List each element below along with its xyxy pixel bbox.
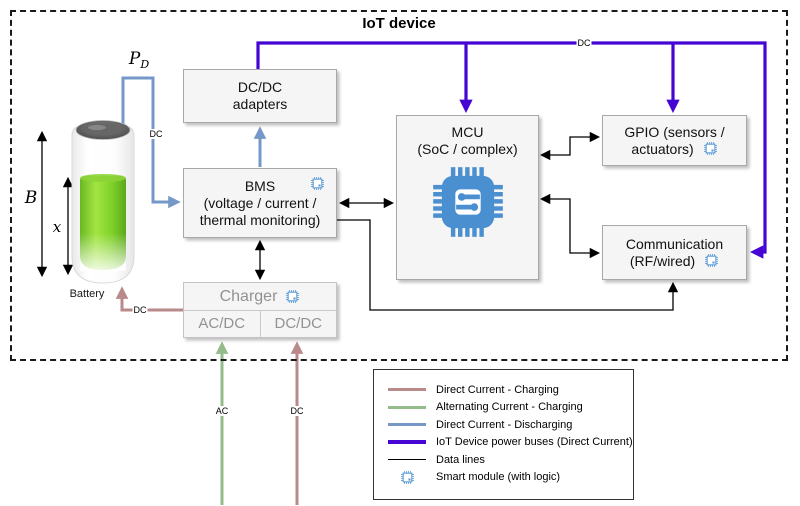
data-line-swatch [388, 459, 426, 461]
legend-row: IoT Device power buses (Direct Current) [388, 434, 633, 452]
data-line-bms-communication [337, 219, 679, 311]
smart-module-icon [285, 289, 300, 304]
diagram-title: IoT device [362, 15, 436, 32]
data-line-mcu-communication [539, 193, 601, 259]
legend-label: Smart module (with logic) [436, 471, 561, 484]
dc-discharging-swatch [388, 423, 426, 427]
mcu-label-line2: (SoC / complex) [417, 141, 518, 157]
charger-cells: AC/DC DC/DC [184, 309, 337, 337]
legend-row: Smart module (with logic) [388, 469, 633, 487]
legend-row: Data lines [388, 451, 633, 469]
legend-label: Data lines [436, 453, 485, 466]
wire-label-discharge-dc: DC [148, 129, 164, 139]
communication-label-line2-text: (RF/wired) [629, 252, 696, 269]
bms-label-line3: thermal monitoring) [199, 211, 321, 228]
wire-label-bus-dc: DC [576, 38, 592, 48]
legend-row: Direct Current - Charging [388, 381, 633, 399]
legend-row: Alternating Current - Charging [388, 399, 633, 417]
battery-capacity-label: B [24, 188, 38, 208]
legend-label: Alternating Current - Charging [436, 401, 583, 414]
battery-caption: Battery [69, 288, 105, 300]
data-line-mcu-gpio [539, 131, 601, 161]
gpio-label-line1: GPIO (sensors / [624, 123, 725, 140]
wire-label-external-ac: AC [214, 406, 230, 416]
gpio-label-line2-text: actuators) [631, 140, 694, 157]
charger-title-row: Charger [184, 283, 336, 310]
smart-module-icon [310, 176, 325, 191]
smart-module-icon [704, 253, 719, 268]
smart-module-icon [400, 470, 415, 485]
wire-label-external-dc: DC [289, 406, 305, 416]
discharge-line-battery-to-bms [121, 76, 181, 209]
mcu-label-line1: MCU [451, 124, 484, 140]
dcdc-adapters-box: DC/DC adapters [183, 69, 337, 123]
legend: Direct Current - Charging Alternating Cu… [373, 369, 634, 500]
dcdc-adapters-label-line2: adapters [232, 96, 288, 112]
gpio-box: GPIO (sensors / actuators) [602, 115, 747, 166]
mcu-chip-icon [430, 164, 506, 240]
communication-box: Communication (RF/wired) [602, 225, 747, 280]
power-bus-main [256, 41, 767, 259]
communication-label-line1: Communication [625, 235, 724, 252]
bms-box: BMS (voltage / current / thermal monitor… [183, 168, 337, 238]
legend-label: Direct Current - Charging [436, 383, 559, 396]
charger-cell-dcdc: DC/DC [259, 310, 337, 337]
charger-cell-acdc: AC/DC [198, 315, 246, 333]
legend-row: Direct Current - Discharging [388, 416, 633, 434]
legend-label: Direct Current - Discharging [436, 418, 573, 431]
gpio-label-line2: actuators) [631, 141, 717, 158]
charge-line-charger-to-battery [115, 286, 183, 312]
ac-charging-swatch [388, 405, 426, 409]
battery-illustration [68, 98, 138, 298]
battery-level-label: x [52, 218, 62, 236]
bms-label-line2: (voltage / current / [203, 194, 317, 211]
charger-title: Charger [219, 287, 278, 305]
smart-module-icon [703, 141, 718, 156]
legend-label: IoT Device power buses (Direct Current) [436, 436, 633, 449]
power-demand-label: PD [128, 48, 150, 72]
dc-charging-swatch [388, 388, 426, 392]
power-bus-swatch [388, 440, 426, 445]
mcu-box: MCU (SoC / complex) [396, 115, 539, 280]
bms-label-line1: BMS [244, 177, 276, 194]
wire-label-charge-dc: DC [132, 305, 148, 315]
charger-box: Charger AC/DC DC/DC [183, 282, 337, 338]
dcdc-adapters-label-line1: DC/DC [237, 79, 283, 95]
communication-label-line2: (RF/wired) [630, 253, 719, 270]
iot-device-boundary [10, 10, 788, 361]
